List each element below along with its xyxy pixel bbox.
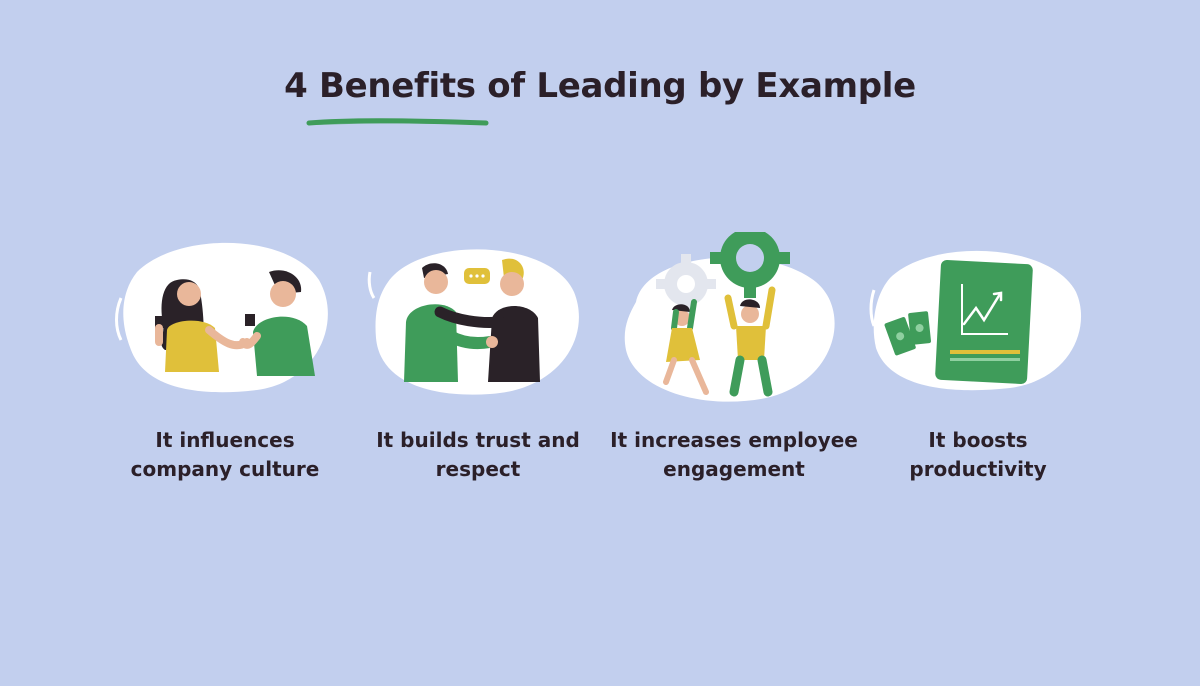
team-lifting-gears-illustration — [624, 232, 835, 402]
growth-chart-money-illustration — [869, 250, 1082, 391]
benefit-card-engagement: It increases employee engagement — [610, 232, 858, 492]
benefit-caption: It boosts productivity — [850, 426, 1106, 484]
benefit-card-culture: It influences company culture — [107, 232, 343, 492]
benefit-card-productivity: It boosts productivity — [860, 232, 1096, 492]
caption-line-1: It builds trust and — [376, 428, 580, 452]
benefit-caption: It influences company culture — [97, 426, 353, 484]
page-title: 4 Benefits of Leading by Example — [284, 66, 916, 106]
title-underline — [306, 118, 489, 126]
benefit-card-trust: It builds trust and respect — [360, 232, 596, 492]
caption-line-2: productivity — [909, 457, 1047, 481]
benefit-caption: It increases employee engagement — [606, 426, 862, 484]
handshake-illustration — [367, 249, 579, 395]
caption-line-2: respect — [435, 457, 521, 481]
coworkers-coffee-illustration — [115, 242, 328, 393]
caption-line-2: engagement — [663, 457, 805, 481]
caption-line-2: company culture — [130, 457, 320, 481]
caption-line-1: It boosts — [928, 428, 1028, 452]
caption-line-1: It increases employee — [610, 428, 858, 452]
benefit-caption: It builds trust and respect — [350, 426, 606, 484]
caption-line-1: It influences — [155, 428, 295, 452]
